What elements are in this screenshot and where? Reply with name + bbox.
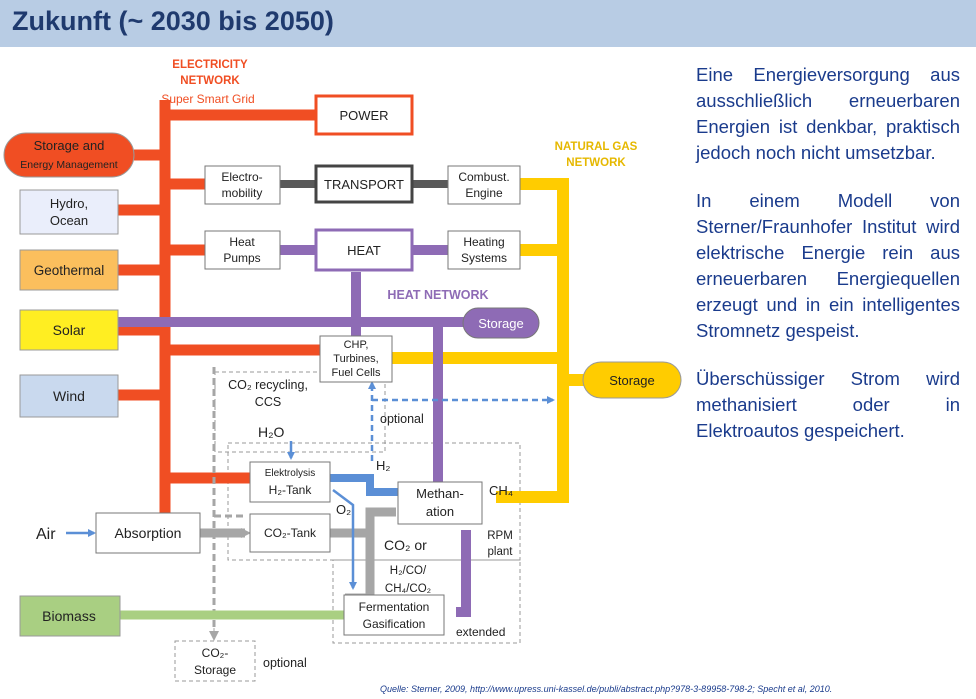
wind-box: Wind: [19, 374, 119, 418]
energy-management-label: Energy Management: [20, 159, 118, 171]
heating-label-2: Systems: [461, 251, 507, 265]
absorption-box: Absorption: [95, 512, 201, 554]
ch4-label: CH₄: [489, 483, 513, 498]
methanation-label-2: ation: [426, 504, 454, 519]
co2-recycling-label: CO₂ recycling,: [228, 378, 308, 392]
gas-storage-label: Storage: [609, 373, 655, 388]
gas-network-label-2: NETWORK: [566, 157, 626, 169]
biomass-label: Biomass: [42, 608, 96, 624]
gas-storage-pill: Storage: [582, 361, 682, 399]
electricity-lines: [109, 100, 320, 515]
fermentation-label: Fermentation: [359, 600, 430, 614]
biomass-box: Biomass: [19, 595, 121, 637]
gas-mix-label-2: CH₄/CO₂: [385, 583, 431, 595]
plant-label: plant: [488, 546, 514, 558]
methanation-box: Methan- ation: [397, 481, 483, 525]
geothermal-label: Geothermal: [34, 263, 105, 278]
wind-label: Wind: [53, 388, 85, 404]
heat-network-label: HEAT NETWORK: [387, 288, 488, 302]
o2-label: O₂: [336, 502, 351, 517]
title-bar: Zukunft (~ 2030 bis 2050): [0, 0, 976, 47]
energy-system-diagram: ELECTRICITY NETWORK Super Smart Grid NAT…: [3, 59, 682, 682]
co2-tank-label: CO₂-Tank: [264, 526, 317, 540]
electricity-network-label-2: NETWORK: [180, 75, 240, 87]
source-citation: Quelle: Sterner, 2009, http://www.upress…: [380, 684, 833, 694]
description-paragraph-3: Überschüssiger Strom wird methanisiert o…: [696, 368, 960, 441]
heat-pumps-label-2: Pumps: [223, 251, 260, 265]
electromobility-label-1: Electro-: [221, 170, 262, 184]
heating-label-1: Heating: [463, 235, 504, 249]
h2o-label: H₂O: [258, 424, 285, 440]
co2-tank-box: CO₂-Tank: [249, 513, 331, 553]
combustion-label-1: Combust.: [458, 170, 509, 184]
heat-storage-pill: Storage: [462, 307, 540, 339]
solar-label: Solar: [53, 322, 86, 338]
co2-storage-label-1: CO₂-: [202, 646, 229, 660]
rpm-label: RPM: [487, 530, 513, 542]
storage-label: Storage and: [34, 138, 105, 153]
chp-label-3: Fuel Cells: [332, 367, 381, 379]
electromobility-box: Electro- mobility: [204, 165, 281, 205]
methanation-label-1: Methan-: [416, 486, 464, 501]
elektrolysis-label: Elektrolysis: [265, 468, 316, 479]
absorption-label: Absorption: [115, 525, 182, 541]
ocean-label: Ocean: [50, 213, 88, 228]
gas-network-label: NATURAL GAS: [555, 141, 638, 153]
co2-storage-box: CO₂- Storage: [174, 640, 256, 682]
transport-box: TRANSPORT: [314, 164, 414, 204]
description-text: Eine Energieversorgung aus ausschließlic…: [696, 62, 960, 466]
optional-dashed-arrows: [368, 381, 555, 465]
heat-lines: [118, 245, 471, 617]
ccs-label: CCS: [255, 395, 281, 409]
co2-recycling-group: [214, 371, 386, 453]
optional-top-label: optional: [380, 412, 424, 426]
electricity-network-label: ELECTRICITY: [172, 59, 248, 71]
super-smart-grid-label: Super Smart Grid: [161, 92, 254, 106]
combustion-label-2: Engine: [465, 186, 503, 200]
geothermal-box: Geothermal: [19, 249, 119, 291]
heat-pumps-box: Heat Pumps: [204, 230, 281, 270]
power-label: POWER: [339, 108, 388, 123]
gasification-label: Gasification: [363, 617, 426, 631]
hydro-label: Hydro,: [50, 196, 88, 211]
extended-label: extended: [456, 625, 505, 639]
elektrolysis-box: Elektrolysis H₂-Tank: [249, 461, 331, 503]
electromobility-label-2: mobility: [222, 186, 263, 200]
description-paragraph-1: Eine Energieversorgung aus ausschließlic…: [696, 64, 960, 163]
heat-storage-label: Storage: [478, 316, 524, 331]
h2-tank-label: H₂-Tank: [269, 483, 313, 497]
extended-group: [332, 559, 521, 644]
heat-box: HEAT: [314, 228, 414, 272]
chp-box: CHP, Turbines, Fuel Cells: [319, 335, 393, 383]
power-box: POWER: [314, 94, 414, 136]
air-label: Air: [36, 526, 56, 543]
page-title: Zukunft (~ 2030 bis 2050): [12, 6, 334, 36]
co2-storage-label-2: Storage: [194, 663, 236, 677]
description-paragraph-2: In einem Modell von Sterner/Fraunhofer I…: [696, 190, 960, 341]
heat-label: HEAT: [347, 243, 381, 258]
co2-or-label: CO₂ or: [384, 537, 427, 553]
storage-energy-management: Storage and Energy Management: [3, 132, 135, 178]
hydro-ocean-box: Hydro, Ocean: [19, 189, 119, 235]
chp-label-1: CHP,: [344, 339, 369, 351]
blue-thin-lines: [66, 441, 357, 590]
combustion-engine-box: Combust. Engine: [447, 165, 521, 205]
chp-label-2: Turbines,: [333, 353, 378, 365]
h2-label: H₂: [376, 458, 390, 473]
transport-label: TRANSPORT: [324, 177, 404, 192]
heating-systems-box: Heating Systems: [447, 230, 521, 270]
hydrogen-lines: [330, 474, 398, 496]
solar-box: Solar: [19, 309, 119, 351]
heat-pumps-label-1: Heat: [229, 235, 255, 249]
gas-mix-label-1: H₂/CO/: [390, 565, 427, 577]
optional-bottom-label: optional: [263, 656, 307, 670]
co2-dashed-lines: [212, 367, 243, 640]
fermentation-box: Fermentation Gasification: [343, 594, 445, 636]
